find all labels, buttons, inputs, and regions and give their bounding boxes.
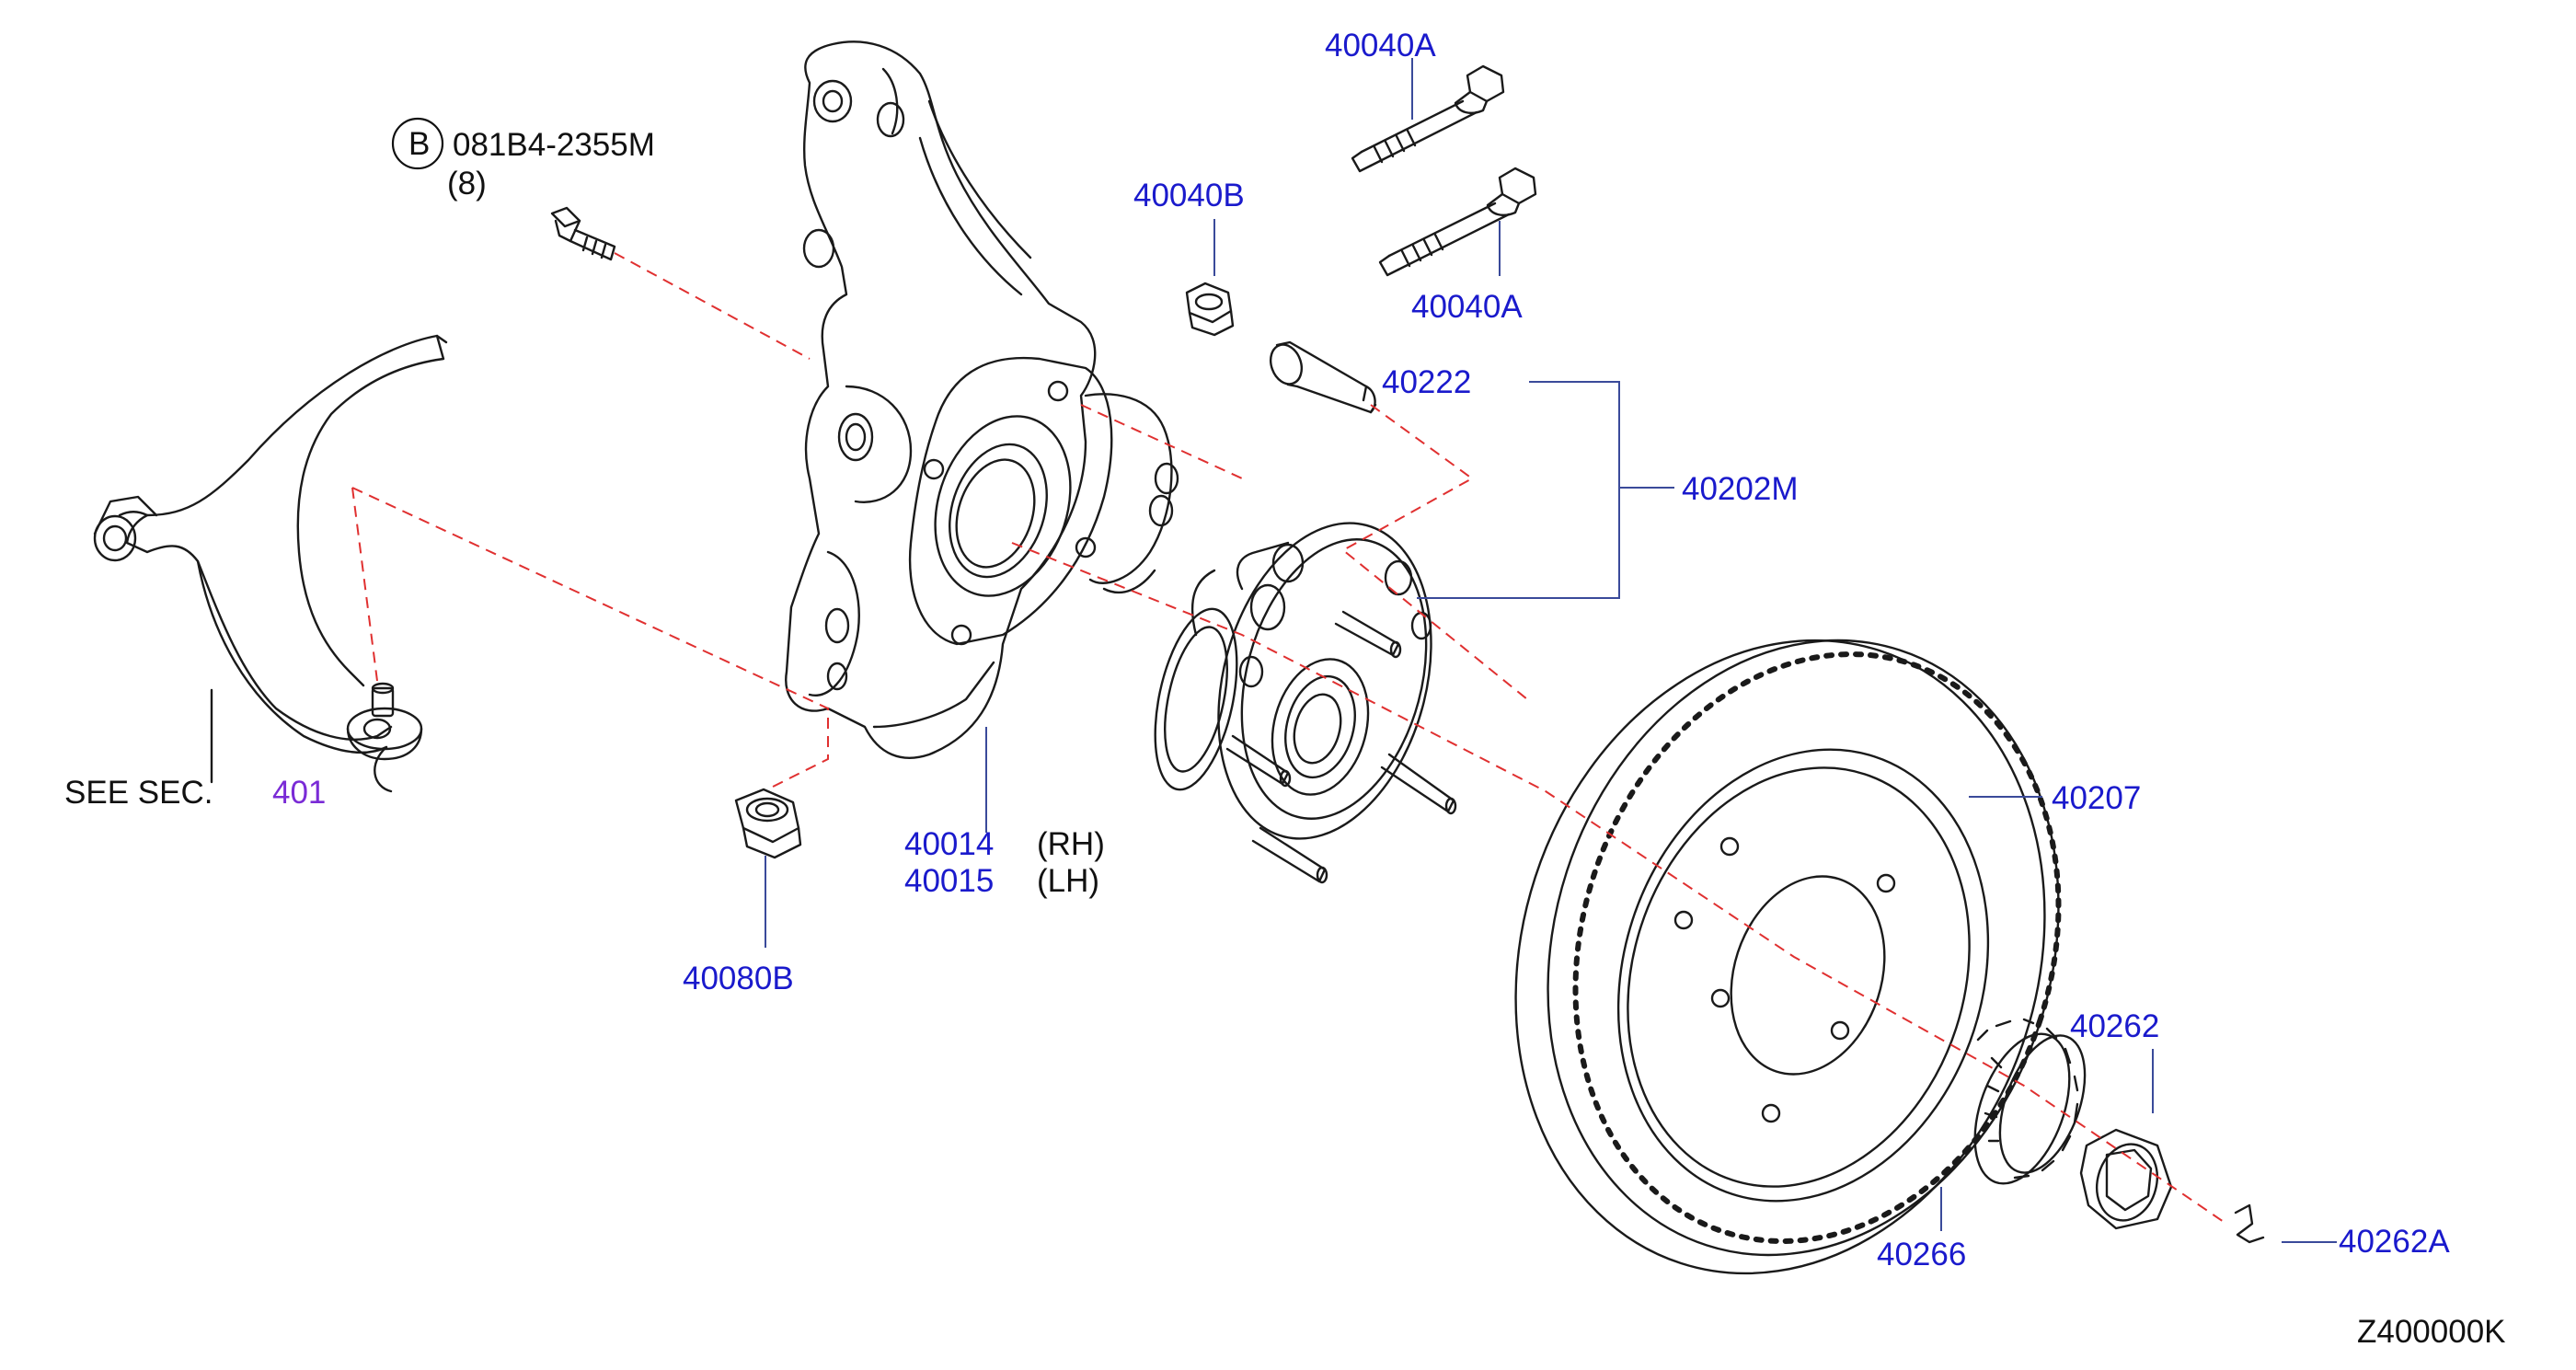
- callout-40266[interactable]: 40266: [1877, 1237, 1967, 1272]
- callout-40202m[interactable]: 40202M: [1682, 471, 1799, 507]
- strut-bolt-lower[interactable]: [1378, 167, 1537, 277]
- brake-rotor[interactable]: [1436, 571, 2136, 1343]
- bolt-ref-code[interactable]: 081B4-2355M: [453, 127, 655, 163]
- ball-joint-nut[interactable]: [734, 788, 802, 859]
- callout-40262a[interactable]: 40262A: [2339, 1224, 2450, 1260]
- assembly-lines: [351, 252, 2227, 1225]
- callout-40040a-lower[interactable]: 40040A: [1411, 289, 1523, 325]
- knuckle-bolt[interactable]: [550, 206, 616, 261]
- ball-joint[interactable]: [346, 682, 423, 761]
- callout-40014[interactable]: 40014: [904, 826, 995, 862]
- callout-leaders: [765, 58, 2337, 1243]
- nut-retainer[interactable]: [1957, 1018, 2102, 1196]
- hub-bearing-assembly[interactable]: [1141, 499, 1464, 884]
- diagram-code: Z400000K: [2357, 1314, 2506, 1350]
- bolt-ref-circle: [391, 117, 444, 170]
- see-section-text: SEE SEC.: [64, 775, 213, 811]
- callout-40040b[interactable]: 40040B: [1133, 178, 1245, 213]
- cotter-pin[interactable]: [2234, 1203, 2265, 1244]
- callout-40015[interactable]: 40015: [904, 863, 995, 899]
- callout-40040a-top[interactable]: 40040A: [1325, 28, 1436, 63]
- side-lh: (LH): [1037, 863, 1100, 899]
- wheel-stud[interactable]: [1265, 340, 1377, 414]
- hex-nut[interactable]: [1185, 282, 1235, 337]
- bolt-ref-letter: B: [408, 126, 431, 162]
- bolt-ref-qty: (8): [447, 166, 487, 201]
- callout-40080b[interactable]: 40080B: [683, 961, 794, 996]
- steering-knuckle[interactable]: [785, 40, 1179, 759]
- axle-nut[interactable]: [2079, 1128, 2173, 1230]
- strut-bolt-upper[interactable]: [1351, 64, 1505, 173]
- callout-40207[interactable]: 40207: [2052, 780, 2142, 816]
- callout-40222[interactable]: 40222: [1382, 364, 1472, 400]
- section-401-link[interactable]: 401: [272, 775, 327, 811]
- lower-control-arm[interactable]: [93, 334, 448, 793]
- callout-40262[interactable]: 40262: [2070, 1008, 2160, 1044]
- side-rh: (RH): [1037, 826, 1105, 862]
